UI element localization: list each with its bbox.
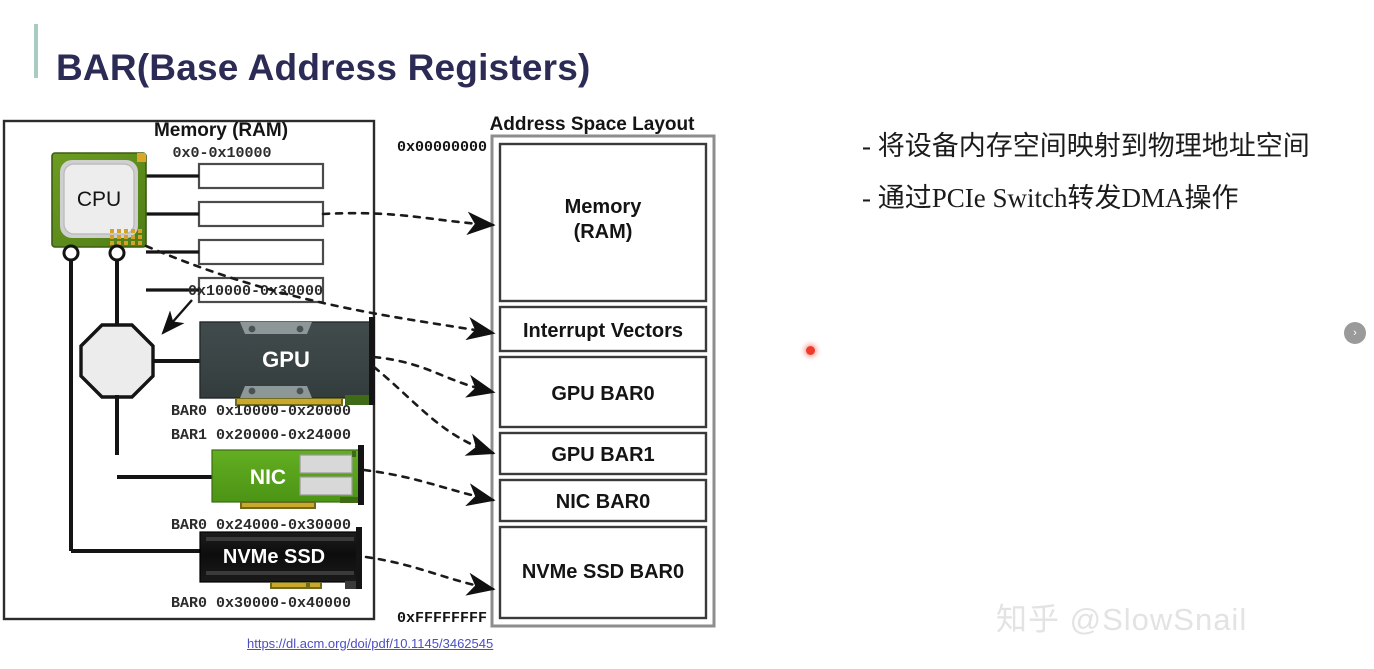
source-link[interactable]: https://dl.acm.org/doi/pdf/10.1145/34625… [247,636,494,651]
address-space-region-list: Memory (RAM) Interrupt Vectors GPU BAR0 … [498,142,708,620]
pcie-switch-node [79,323,155,399]
gpu-bar0-range: BAR0 0x10000-0x20000 [171,403,351,420]
bullet-item: - 通过PCIe Switch转发DMA操作 [862,183,1239,214]
cpu-chip: CPU [51,152,147,248]
address-space-heading: Address Space Layout [490,114,696,135]
bar-diagram-figure: Memory (RAM) 0x0-0x10000 CPU [0,95,860,665]
mapping-arrow-gpu-bar1 [372,365,496,456]
cpu-downlinks [69,255,119,551]
address-space-bottom-address: 0xFFFFFFFF [397,610,487,627]
svg-text:(RAM): (RAM) [574,221,633,243]
svg-text:Memory: Memory [565,196,643,218]
mapping-arrow-nvme-bar0 [364,555,496,596]
bullet-item: - 将设备内存空间映射到物理地址空间 [862,131,1310,161]
bullet-list: - 将设备内存空间映射到物理地址空间 - 通过PCIe Switch转发DMA操… [862,132,1374,237]
memory-address-range: 0x0-0x10000 [172,145,271,162]
edge-scroll-button[interactable]: › [1344,322,1366,344]
address-region-nvme-bar0: NVMe SSD BAR0 [498,525,708,620]
mapping-arrow-ram [321,211,496,236]
gpu-range-callout-line [161,299,193,335]
cpu-pin-pads [110,229,142,245]
svg-text:Interrupt Vectors: Interrupt Vectors [523,320,683,342]
memory-panel-heading: Memory (RAM) [154,120,288,141]
gpu-card-label: GPU [262,347,310,372]
device-card-nvme: NVMe SSD [199,527,362,589]
mapping-arrow-gpu-bar0 [372,355,496,398]
memory-module [197,162,325,190]
nic-card-label: NIC [250,466,286,489]
memory-module [197,200,325,228]
cpu-port [108,244,126,262]
laser-pointer-dot [806,346,815,355]
address-region-gpu-bar0: GPU BAR0 [498,355,708,429]
memory-module [197,276,325,304]
memory-module [197,238,325,266]
mapping-arrow-interrupt [144,244,496,341]
title-accent-bar [34,24,38,78]
address-region-memory: Memory (RAM) [498,142,708,303]
cpu-label: CPU [77,188,121,211]
gpu-range-callout: 0x10000-0x30000 [188,283,323,300]
nic-bar0-range: BAR0 0x24000-0x30000 [171,517,351,534]
svg-text:NVMe SSD BAR0: NVMe SSD BAR0 [522,561,684,583]
address-region-nic-bar0: NIC BAR0 [498,478,708,523]
address-region-gpu-bar1: GPU BAR1 [498,431,708,476]
svg-text:GPU BAR0: GPU BAR0 [551,383,654,405]
svg-text:GPU BAR1: GPU BAR1 [551,444,654,466]
page-title: BAR(Base Address Registers) [56,46,591,88]
svg-text:NIC BAR0: NIC BAR0 [556,491,650,513]
gpu-bar1-range: BAR1 0x20000-0x24000 [171,427,351,444]
nvme-card-label: NVMe SSD [223,546,325,568]
mapping-arrow-list [144,211,496,596]
address-space-top-address: 0x00000000 [397,139,487,156]
address-region-interrupt-vectors: Interrupt Vectors [498,305,708,353]
device-card-nic: NIC [211,445,364,509]
cpu-port [62,244,80,262]
memory-module-list [197,162,325,304]
cpu-memory-bus [146,174,199,292]
mapping-arrow-nic-bar0 [362,468,496,507]
nvme-bar0-range: BAR0 0x30000-0x40000 [171,595,351,612]
device-card-gpu: GPU [199,317,375,406]
watermark: 知乎 @SlowSnail [996,602,1248,637]
